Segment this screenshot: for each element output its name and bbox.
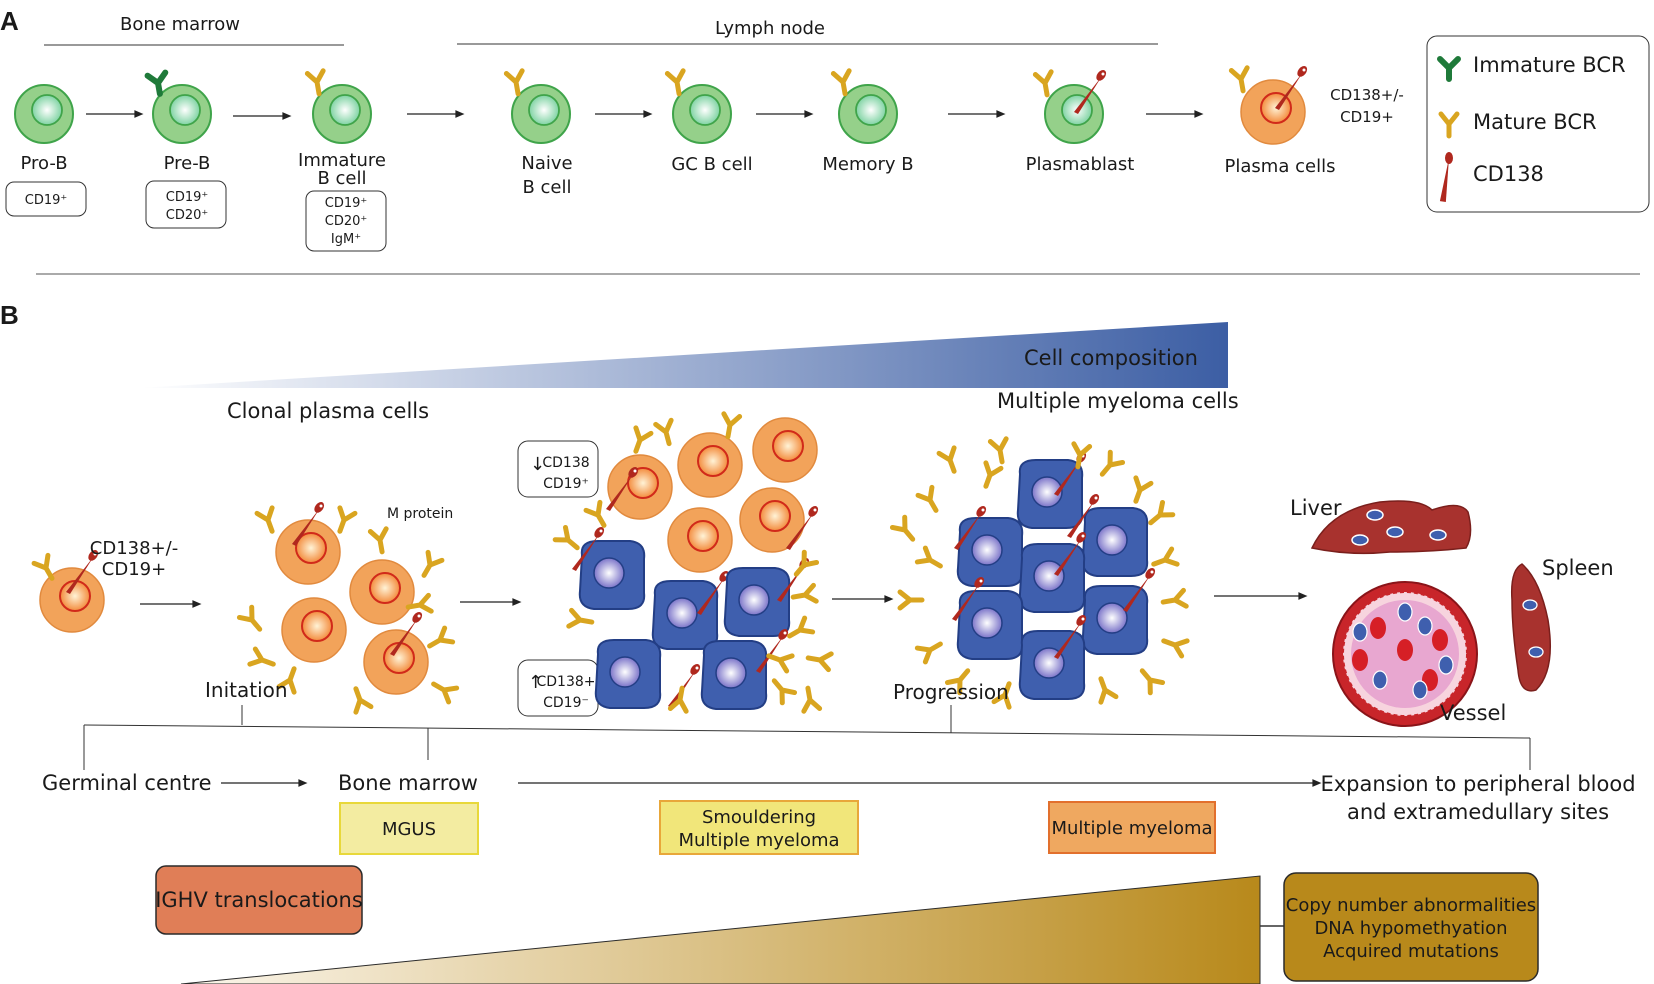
smouldering-label-2: Multiple myeloma	[678, 830, 839, 851]
spleen-organ	[1510, 563, 1551, 692]
pre-b-cell	[148, 73, 212, 144]
expansion-label-1: Expansion to peripheral blood	[1320, 772, 1635, 796]
legend-immature-bcr: Immature BCR	[1473, 53, 1626, 77]
lymph-node-header: Lymph node	[715, 18, 825, 39]
panel-a-arrows	[86, 110, 1204, 120]
pre-b-marker-1: CD19⁺	[166, 190, 209, 205]
plasmablast-label: Plasmablast	[1026, 154, 1135, 175]
multiple-myeloma-label: Multiple myeloma	[1051, 818, 1212, 839]
pre-b-marker-2: CD20⁺	[166, 208, 209, 223]
plasma-cell	[1231, 64, 1310, 145]
down-marker-2: CD19⁺	[543, 476, 589, 492]
bone-marrow-timeline-label: Bone marrow	[338, 771, 478, 795]
immature-b-marker-box	[305, 190, 387, 252]
smouldering-box	[659, 800, 859, 855]
down-marker-box	[517, 440, 599, 498]
bone-marrow-header: Bone marrow	[120, 14, 240, 35]
memory-b-label: Memory B	[822, 154, 913, 175]
legend-cd138: CD138	[1473, 162, 1544, 186]
timeline-brackets	[83, 705, 1531, 770]
smouldering-label-1: Smouldering	[702, 807, 816, 828]
vessel-label: Vessel	[1440, 701, 1506, 725]
up-marker-2: CD19⁻	[543, 695, 589, 711]
up-marker-1: CD138+	[536, 674, 595, 690]
genetic-label-1: Copy number abnormalities	[1286, 895, 1536, 916]
multiple-myeloma-cells-label: Multiple myeloma cells	[997, 389, 1239, 413]
panel-a-letter: A	[0, 6, 19, 36]
initiation-label: Initation	[205, 678, 288, 702]
gc-b-label: GC B cell	[671, 154, 752, 175]
first-cell-marker-2: CD19+	[102, 559, 166, 580]
cell-composition-triangle	[139, 322, 1228, 388]
down-arrow: ↓	[530, 454, 545, 475]
naive-b-label-1: Naive	[521, 153, 572, 174]
panel-b-arrows	[140, 592, 1308, 608]
m-protein-label: M protein	[387, 506, 453, 522]
immature-marker-2: CD20⁺	[325, 214, 368, 229]
plasma-cells-label: Plasma cells	[1225, 156, 1336, 177]
gc-b-cell	[667, 71, 732, 144]
down-marker-1: CD138	[542, 455, 589, 471]
vessel-organ	[1332, 581, 1478, 727]
pre-b-label: Pre-B	[164, 153, 211, 174]
myeloma-cluster	[892, 439, 1187, 707]
liver-label: Liver	[1290, 496, 1342, 520]
mgus-label: MGUS	[382, 819, 436, 840]
legend-box	[1426, 35, 1650, 213]
pre-b-marker-box	[145, 180, 227, 229]
pro-b-marker-box	[5, 181, 87, 217]
genetic-label-3: Acquired mutations	[1323, 941, 1499, 962]
immature-b-cell	[307, 71, 372, 144]
up-arrow: ↑	[528, 672, 543, 693]
immature-b-label-1: Immature	[298, 150, 386, 171]
multiple-myeloma-box	[1048, 801, 1216, 854]
plasma-marker-2: CD19+	[1340, 108, 1394, 126]
liver-organ	[1310, 500, 1472, 555]
immature-marker-3: IgM⁺	[331, 232, 361, 247]
memory-b-cell	[833, 71, 898, 144]
plasma-marker-1: CD138+/-	[1330, 86, 1404, 104]
expansion-label-2: and extramedullary sites	[1347, 800, 1609, 824]
plasmablast-cell	[1035, 68, 1109, 144]
genetic-gradient-triangle	[180, 875, 1261, 984]
germinal-centre-label: Germinal centre	[42, 771, 212, 795]
pro-b-label: Pro-B	[20, 153, 67, 174]
progression-label: Progression	[893, 680, 1009, 704]
cd138-legend-icon	[1439, 152, 1453, 202]
legend-mature-bcr: Mature BCR	[1473, 110, 1597, 134]
ighv-box	[155, 865, 363, 935]
panel-b-letter: B	[0, 300, 19, 330]
mgus-box	[339, 802, 479, 855]
timeline-arrows	[221, 779, 1322, 787]
spleen-label: Spleen	[1542, 556, 1614, 580]
genetic-label-2: DNA hypomethyation	[1314, 918, 1507, 939]
first-cell-marker-1: CD138+/-	[90, 538, 178, 559]
first-plasma-cell	[34, 548, 105, 633]
ighv-label: IGHV translocations	[155, 888, 363, 912]
immature-marker-1: CD19⁺	[325, 196, 368, 211]
pro-b-cell	[14, 84, 74, 144]
genetic-box	[1283, 872, 1539, 982]
naive-b-cell	[506, 71, 571, 144]
naive-b-label-2: B cell	[522, 177, 571, 198]
cell-composition-label: Cell composition	[1024, 346, 1198, 370]
clonal-plasma-cells-label: Clonal plasma cells	[227, 399, 429, 423]
immature-b-label-2: B cell	[317, 168, 366, 189]
pro-b-marker: CD19⁺	[25, 193, 68, 208]
